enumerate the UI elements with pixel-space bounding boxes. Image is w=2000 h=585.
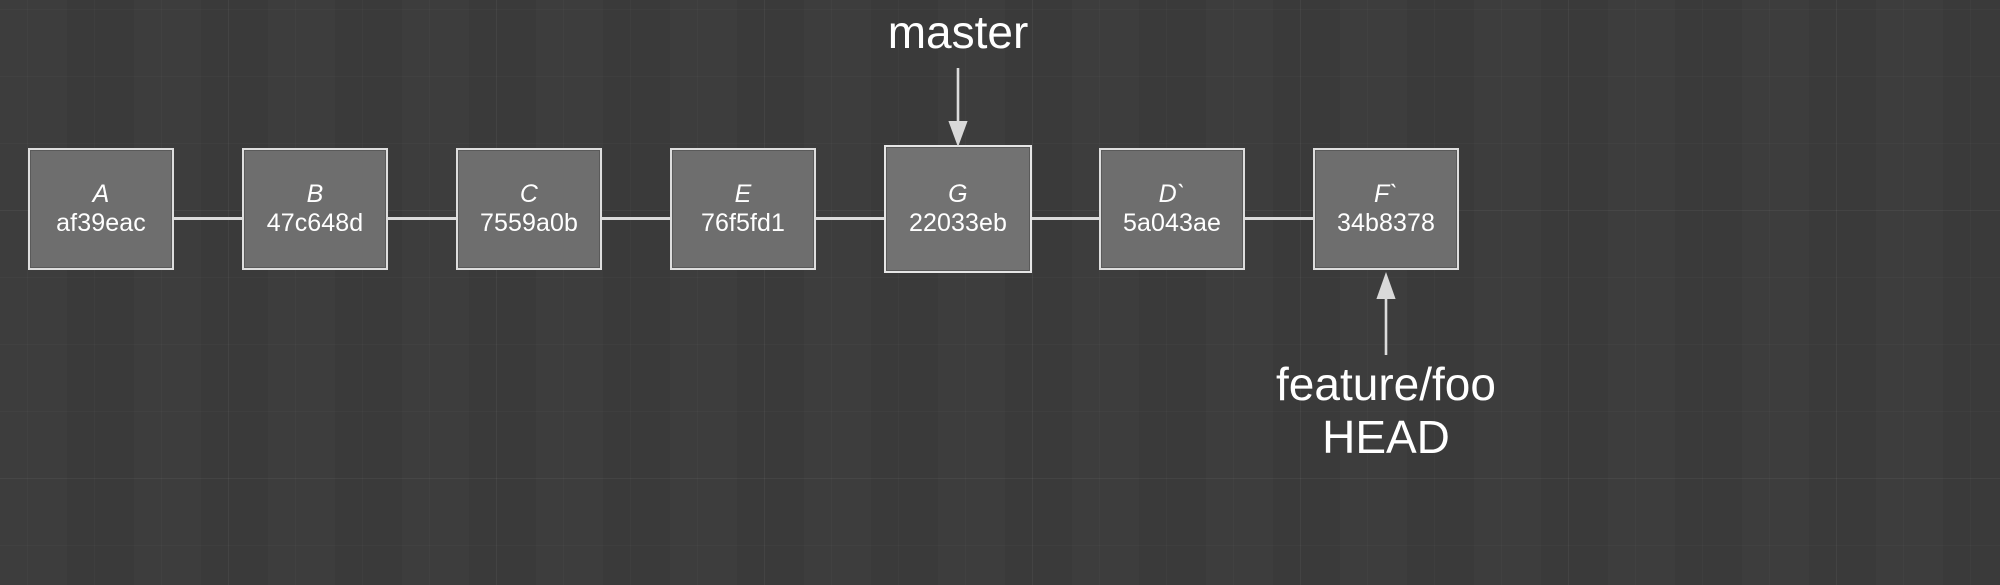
commit-hash: 47c648d bbox=[266, 209, 364, 237]
commit-hash: 7559a0b bbox=[479, 209, 579, 237]
edge-d-f bbox=[1242, 217, 1315, 220]
commit-hash: af39eac bbox=[56, 209, 146, 237]
commit-node-f-prime[interactable]: F` 34b8378 bbox=[1313, 148, 1459, 270]
commit-letter: F` bbox=[1374, 179, 1398, 208]
commit-node-c[interactable]: C 7559a0b bbox=[456, 148, 602, 270]
edge-g-d bbox=[1028, 217, 1101, 220]
commit-letter: B bbox=[306, 179, 324, 208]
commit-hash: 76f5fd1 bbox=[700, 209, 786, 237]
commit-hash: 22033eb bbox=[908, 209, 1008, 237]
commit-letter: G bbox=[948, 179, 968, 208]
commit-node-g[interactable]: G 22033eb bbox=[884, 145, 1032, 273]
ref-label-feature-foo: feature/foo HEAD bbox=[1136, 358, 1636, 465]
commit-node-d-prime[interactable]: D` 5a043ae bbox=[1099, 148, 1245, 270]
edge-e-g bbox=[813, 217, 886, 220]
commit-node-b[interactable]: B 47c648d bbox=[242, 148, 388, 270]
commit-letter: E bbox=[734, 179, 752, 208]
edge-c-e bbox=[599, 217, 672, 220]
commit-letter: D` bbox=[1158, 179, 1186, 208]
edge-a-b bbox=[171, 217, 244, 220]
ref-label-master: master bbox=[887, 6, 1029, 58]
commit-hash: 34b8378 bbox=[1336, 209, 1436, 237]
ref-label-head: HEAD bbox=[1322, 411, 1450, 464]
edge-b-c bbox=[385, 217, 458, 220]
commit-node-a[interactable]: A af39eac bbox=[28, 148, 174, 270]
commit-node-e[interactable]: E 76f5fd1 bbox=[670, 148, 816, 270]
commit-letter: A bbox=[92, 179, 110, 208]
commit-hash: 5a043ae bbox=[1122, 209, 1222, 237]
commit-letter: C bbox=[519, 179, 539, 208]
arrow-up-icon bbox=[1372, 271, 1400, 355]
ref-label-feature-foo-line1: feature/foo bbox=[1276, 358, 1496, 410]
arrow-down-icon bbox=[944, 68, 972, 148]
